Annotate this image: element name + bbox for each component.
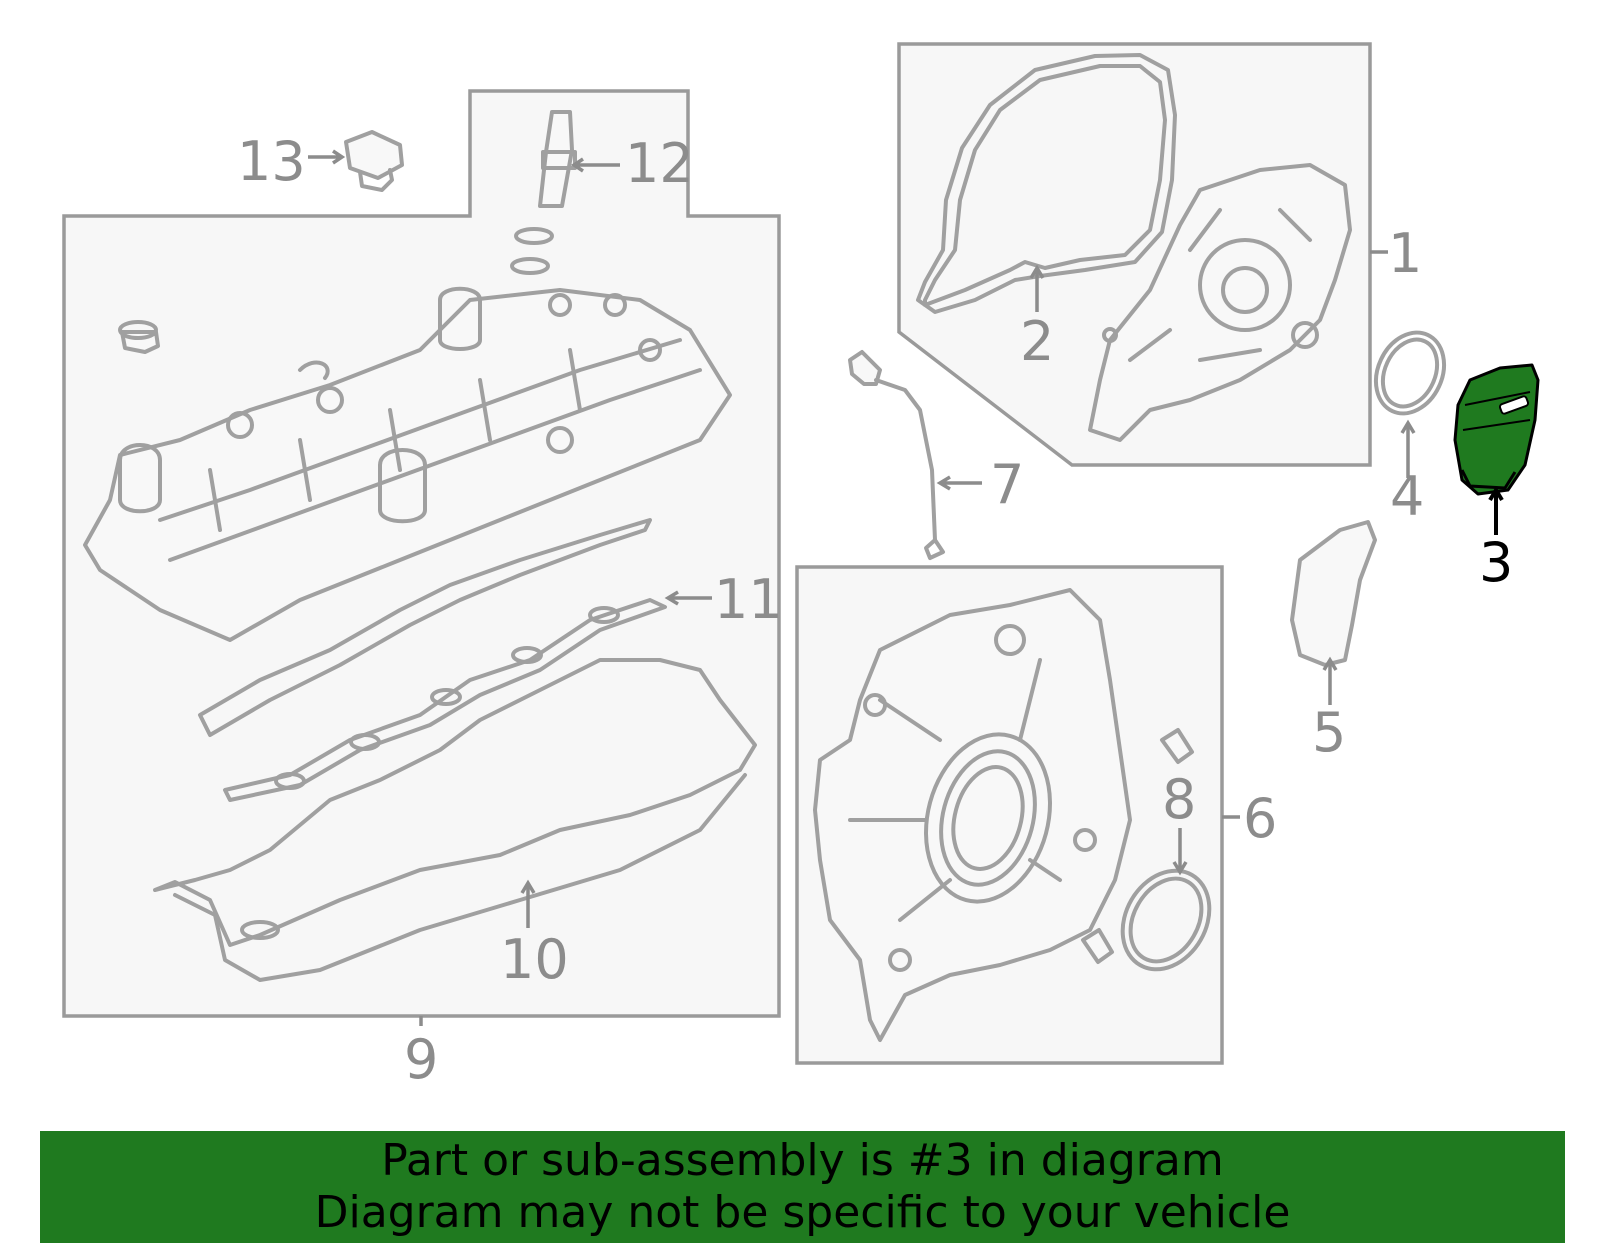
seal-ring [1120,868,1212,972]
leader-7 [936,475,982,491]
banner-line-2: Diagram may not be specific to your vehi… [314,1187,1291,1238]
info-banner: Part or sub-assembly is #3 in diagram Di… [40,1131,1565,1243]
callout-7: 7 [990,453,1024,516]
leader-4 [1400,419,1416,478]
part-13 [344,130,404,192]
callout-6: 6 [1243,787,1277,850]
o-ring-4 [1373,330,1447,416]
leader-10 [520,879,536,928]
highlighted-part-3[interactable] [1453,363,1540,496]
lower-cover-6 [813,588,1132,1042]
seal-ring-inner [1128,876,1204,964]
part-12 [510,110,577,275]
gasket-10 [153,658,757,982]
small-plug [118,320,160,354]
callout-8: 8 [1162,768,1196,831]
leader-13 [308,149,346,165]
gasket-11 [198,518,667,802]
banner-line-1: Part or sub-assembly is #3 in diagram [381,1135,1224,1186]
valve-cover [83,286,732,642]
callout-13: 13 [237,130,306,193]
dipstick-7 [848,350,945,560]
callout-9: 9 [404,1028,438,1091]
callout-5: 5 [1312,701,1346,764]
bracket-5 [1290,520,1377,667]
callout-4: 4 [1390,465,1424,528]
leader-5 [1322,656,1338,705]
leader-11 [664,590,712,606]
leader-3 [1488,486,1504,535]
upper-cover-1 [1088,163,1352,442]
callout-11: 11 [714,568,783,631]
dowel-8 [1081,728,1194,964]
leader-2 [1029,264,1045,312]
callout-2: 2 [1020,310,1054,373]
gasket-2 [916,53,1177,314]
callout-1: 1 [1388,222,1422,285]
o-ring-4-inner [1380,337,1440,409]
callout-10: 10 [500,928,569,991]
leader-12 [570,157,620,173]
leader-8 [1172,828,1188,876]
callout-3[interactable]: 3 [1479,531,1513,594]
callout-12: 12 [625,132,694,195]
